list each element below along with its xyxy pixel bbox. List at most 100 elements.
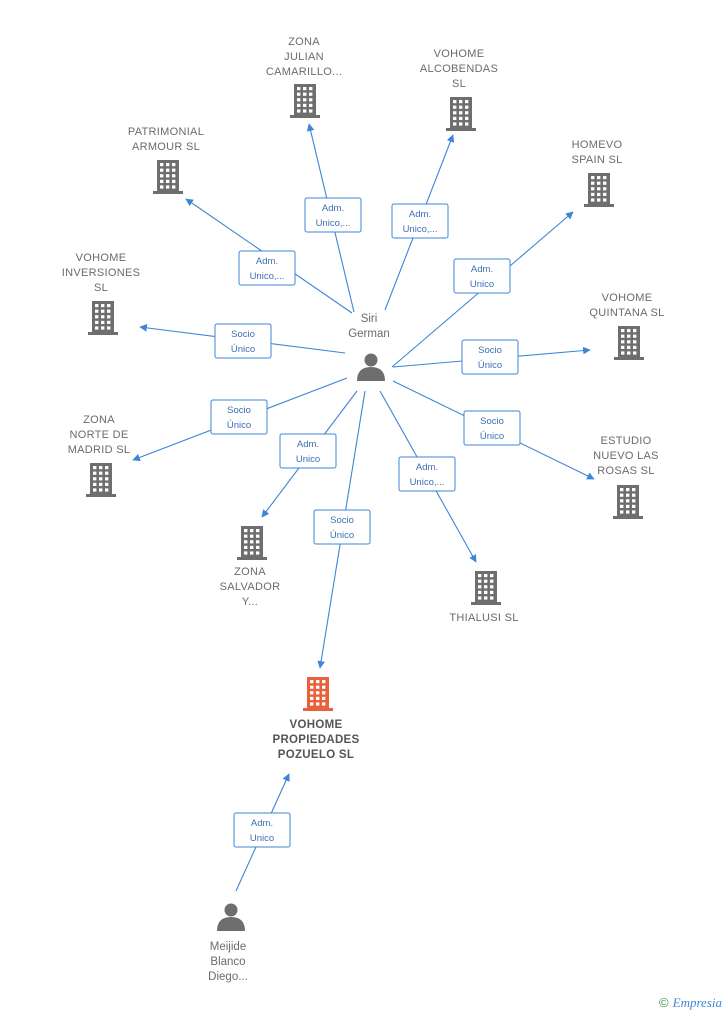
company-name-line: QUINTANA SL bbox=[589, 307, 664, 319]
person-name-line: German bbox=[348, 328, 390, 340]
company-name-line: NUEVO LAS bbox=[593, 450, 659, 462]
company-name-line: SALVADOR bbox=[220, 581, 281, 593]
relationship-label-line: Adm. bbox=[322, 203, 344, 214]
brand-logo: ©Empresia bbox=[659, 995, 722, 1011]
company-name-line: Y... bbox=[242, 596, 258, 608]
company-node-estudio-nuevo[interactable]: ESTUDIO NUEVO LAS ROSAS SL bbox=[593, 435, 659, 519]
company-name-line: ZONA bbox=[288, 36, 320, 48]
relationship-label[interactable]: Adm. Unico,... bbox=[398, 456, 456, 492]
company-name-line: VOHOME bbox=[290, 719, 343, 731]
company-name-line: POZUELO SL bbox=[278, 749, 354, 761]
company-name: VOHOME PROPIEDADES POZUELO SL bbox=[272, 719, 359, 761]
relationship-label-line: Unico bbox=[250, 833, 274, 844]
edge-center_person-to-zona_julian: Adm. Unico,... bbox=[304, 123, 362, 313]
person-name-line: Diego... bbox=[208, 971, 248, 983]
company-name-line: THIALUSI SL bbox=[449, 612, 518, 624]
company-name-line: ROSAS SL bbox=[597, 465, 654, 477]
edge-center_person-to-homevo_spain: Adm. Unico bbox=[391, 211, 574, 368]
relationship-label-line: Adm. bbox=[297, 439, 319, 450]
relationship-label[interactable]: Adm. Unico bbox=[279, 433, 337, 469]
relationship-label[interactable]: Adm.Unico,... bbox=[391, 203, 449, 239]
company-node-vohome-alcobendas[interactable]: VOHOME ALCOBENDAS SL bbox=[420, 48, 498, 131]
building-icon bbox=[88, 301, 118, 335]
relationship-label-line: Socio bbox=[231, 329, 255, 340]
building-icon bbox=[290, 84, 320, 118]
relationship-label[interactable]: Adm.Unico,... bbox=[238, 250, 296, 286]
building-icon bbox=[446, 97, 476, 131]
edge-center_person-to-vohome_alcobendas: Adm.Unico,... bbox=[384, 134, 455, 311]
building-icon bbox=[614, 326, 644, 360]
relationship-label[interactable]: Adm. Unico,... bbox=[304, 197, 362, 233]
relationship-label-line: Unico,... bbox=[410, 477, 445, 488]
company-name-line: ZONA bbox=[83, 414, 115, 426]
company-node-thialusi[interactable]: THIALUSI SL bbox=[449, 571, 518, 624]
company-name-line: PROPIEDADES bbox=[272, 734, 359, 746]
company-node-zona-salvador[interactable]: ZONA SALVADOR Y... bbox=[220, 526, 281, 608]
company-name-line: VOHOME bbox=[434, 48, 485, 60]
company-name-line: ESTUDIO bbox=[601, 435, 652, 447]
relationship-label-line: Único bbox=[227, 420, 251, 431]
relationship-label-line: Unico bbox=[470, 279, 494, 290]
relationship-label[interactable]: Adm. Unico bbox=[233, 812, 291, 848]
edges-layer: Adm. Unico,... Adm. Unico,... Adm. Unico,... A… bbox=[132, 123, 595, 892]
company-name-line: SL bbox=[94, 282, 108, 294]
person-name-line: Meijide bbox=[210, 941, 246, 953]
building-icon bbox=[86, 463, 116, 497]
company-node-vohome-propiedades[interactable]: VOHOME PROPIEDADES POZUELO SL bbox=[272, 677, 359, 761]
company-name-line: SPAIN SL bbox=[571, 154, 622, 166]
relationship-label-line: Unico,... bbox=[316, 218, 351, 229]
person-icon bbox=[357, 353, 385, 381]
edge-bottom_person-to-vohome_propiedades: Adm. Unico bbox=[233, 773, 291, 892]
company-name: THIALUSI SL bbox=[449, 612, 518, 624]
building-icon bbox=[471, 571, 501, 605]
brand-name: Empresia bbox=[672, 995, 722, 1010]
copyright-icon: © bbox=[659, 995, 669, 1010]
relationship-label-line: Adm. bbox=[471, 264, 493, 275]
person-name-line: Blanco bbox=[210, 956, 245, 968]
building-icon bbox=[613, 485, 643, 519]
relationship-label-line: Unico,... bbox=[250, 271, 285, 282]
company-node-zona-julian[interactable]: ZONA JULIAN CAMARILLO... bbox=[266, 36, 342, 118]
company-node-homevo-spain[interactable]: HOMEVO SPAIN SL bbox=[571, 139, 622, 207]
relationship-label-line: Socio bbox=[330, 515, 354, 526]
relationship-label-line: Único bbox=[478, 360, 502, 371]
person-name: MeijideBlancoDiego... bbox=[208, 941, 248, 983]
building-icon bbox=[584, 173, 614, 207]
edge-center_person-to-thialusi: Adm. Unico,... bbox=[379, 390, 477, 563]
company-name-line: SL bbox=[452, 78, 466, 90]
relationship-label-line: Socio bbox=[227, 405, 251, 416]
relationship-label-line: Unico bbox=[296, 454, 320, 465]
company-name-line: VOHOME bbox=[76, 252, 127, 264]
relationship-label-line: Adm. bbox=[251, 818, 273, 829]
relationship-label-line: Adm. bbox=[409, 209, 431, 220]
person-node-bottom-person[interactable]: MeijideBlancoDiego... bbox=[208, 903, 248, 984]
company-name-line: ALCOBENDAS bbox=[420, 63, 498, 75]
relationship-label-line: Socio bbox=[478, 345, 502, 356]
building-icon bbox=[153, 160, 183, 194]
company-name-line: HOMEVO bbox=[572, 139, 623, 151]
relationship-label[interactable]: Adm. Unico bbox=[453, 258, 511, 294]
company-name-line: JULIAN bbox=[284, 51, 324, 63]
company-name-line: PATRIMONIAL bbox=[128, 126, 204, 138]
company-name-line: CAMARILLO... bbox=[266, 66, 342, 78]
relationship-label-line: Adm. bbox=[416, 462, 438, 473]
company-name-line: ZONA bbox=[234, 566, 266, 578]
